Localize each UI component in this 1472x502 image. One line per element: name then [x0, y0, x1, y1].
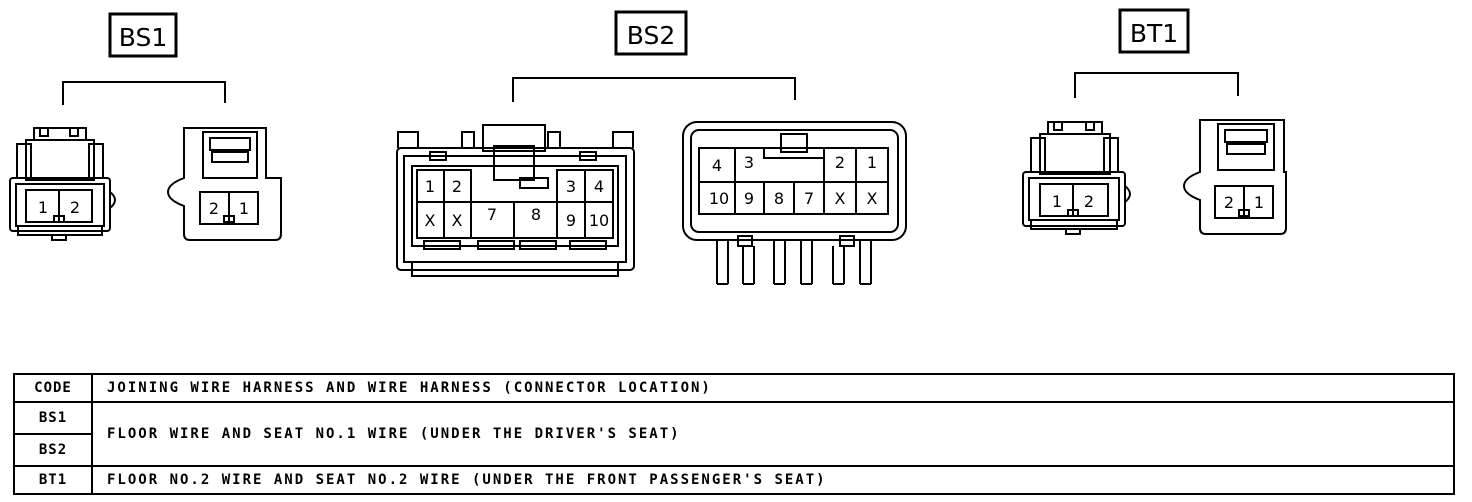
bs1-right-connector: 2 1 [166, 127, 282, 241]
table-row-description: FLOOR NO.2 WIRE AND SEAT NO.2 WIRE (UNDE… [91, 465, 1455, 495]
bs2-code-box [614, 10, 688, 56]
bs2-right-connector: 4 3 2 1 10 9 8 7 X X [682, 121, 907, 285]
table-row-codes: BS1 BS2 [13, 401, 93, 467]
bs1-bracket [62, 81, 226, 105]
table-row: BT1 FLOOR NO.2 WIRE AND SEAT NO.2 WIRE (… [13, 465, 1455, 495]
bt1-code-label: BT1 [1130, 19, 1178, 48]
table-row-code: BT1 [13, 465, 93, 495]
bs1-right-pin: 2 [209, 199, 219, 218]
bt1-group: BT1 1 2 [1022, 8, 1287, 235]
table-row-code: BS1 [38, 410, 68, 426]
table-row: BS1 BS2 FLOOR WIRE AND SEAT NO.1 WIRE (U… [13, 401, 1455, 467]
bt1-right-pin: 2 [1224, 193, 1234, 212]
bt1-right-connector: 2 1 [1182, 119, 1287, 235]
bs2-right-pin: 9 [744, 189, 754, 208]
table-header-row: CODE JOINING WIRE HARNESS AND WIRE HARNE… [13, 373, 1455, 403]
bs2-left-connector: 1 2 3 4 X X 7 8 9 10 [396, 124, 635, 277]
bs1-right-pin: 1 [239, 199, 249, 218]
bs2-right-pin: X [867, 189, 878, 208]
bs2-right-pin: X [835, 189, 846, 208]
bs2-left-pin: 9 [566, 211, 576, 230]
bs2-right-pin: 10 [709, 189, 729, 208]
table-row-description: FLOOR WIRE AND SEAT NO.1 WIRE (UNDER THE… [91, 401, 1455, 467]
bs2-code-label: BS2 [627, 21, 676, 50]
bs2-left-pin: 10 [589, 211, 609, 230]
bs2-right-pin: 1 [867, 153, 877, 172]
bs1-group: BS1 1 2 [9, 12, 282, 241]
connector-code-table: CODE JOINING WIRE HARNESS AND WIRE HARNE… [13, 373, 1455, 495]
bs2-left-pin: X [425, 211, 436, 230]
bt1-left-connector: 1 2 [1022, 121, 1131, 235]
bs1-code-label: BS1 [119, 23, 168, 52]
table-header-description: JOINING WIRE HARNESS AND WIRE HARNESS (C… [91, 373, 1455, 403]
table-header-code: CODE [13, 373, 93, 403]
bs2-left-pin: 3 [566, 177, 576, 196]
bs1-left-pin: 1 [38, 198, 48, 217]
bs1-left-connector: 1 2 [9, 127, 116, 241]
connector-diagram: BS1 1 2 [9, 8, 1287, 285]
bt1-left-pin: 2 [1084, 192, 1094, 211]
bs2-right-pin: 4 [712, 156, 722, 175]
bs2-bracket [512, 77, 796, 102]
table-row-code: BS2 [16, 433, 90, 464]
bt1-bracket [1074, 72, 1239, 98]
bs2-left-pin: 8 [531, 205, 541, 224]
bs2-left-pin: 1 [425, 177, 435, 196]
bt1-right-pin: 1 [1254, 193, 1264, 212]
bs2-right-pin: 8 [774, 189, 784, 208]
bs2-left-pin: 4 [594, 177, 604, 196]
bs1-code-box [108, 12, 178, 58]
bs2-right-pin: 2 [835, 153, 845, 172]
bs2-left-pin: X [452, 211, 463, 230]
bt1-code-box [1118, 8, 1190, 54]
bs2-left-pin: 7 [487, 205, 497, 224]
bs2-right-pin: 3 [744, 153, 754, 172]
bs2-right-pin: 7 [804, 189, 814, 208]
bs2-group: BS2 [396, 10, 907, 285]
bs2-left-pin: 2 [452, 177, 462, 196]
bs1-left-pin: 2 [70, 198, 80, 217]
bt1-left-pin: 1 [1052, 192, 1062, 211]
